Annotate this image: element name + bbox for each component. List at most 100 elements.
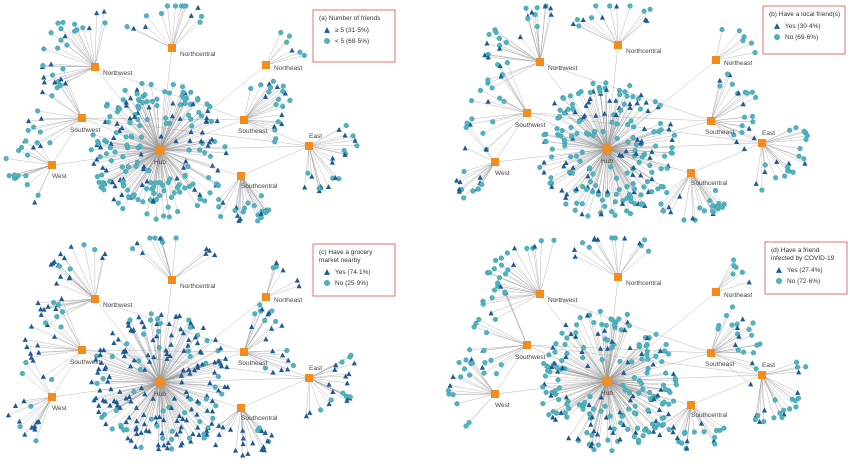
participant-node-circle xyxy=(493,257,499,263)
participant-node-circle xyxy=(112,149,118,155)
participant-node-triangle xyxy=(108,386,114,392)
edge xyxy=(240,175,244,212)
participant-node-triangle xyxy=(38,311,44,317)
participant-node-triangle xyxy=(165,440,171,446)
participant-node-circle xyxy=(625,121,631,127)
participant-node-circle xyxy=(74,27,80,33)
participant-node-triangle xyxy=(684,438,690,444)
participant-node-circle xyxy=(127,120,133,126)
participant-node-circle xyxy=(134,91,140,97)
participant-node-circle xyxy=(122,87,128,93)
participant-node-circle xyxy=(182,173,188,179)
edge xyxy=(710,120,743,126)
participant-node-circle xyxy=(136,105,142,111)
participant-node-triangle xyxy=(146,104,152,110)
edge xyxy=(534,246,541,295)
edge xyxy=(121,149,161,195)
participant-node-triangle xyxy=(555,368,561,374)
hub-label-southcentral: Southcentral xyxy=(691,180,728,187)
edge xyxy=(155,149,161,183)
participant-node-triangle xyxy=(173,313,179,319)
edge xyxy=(45,322,83,351)
participant-node-triangle xyxy=(776,267,782,273)
participant-node-circle xyxy=(115,200,121,206)
edge xyxy=(243,321,276,353)
edge xyxy=(507,252,541,295)
participant-node-triangle xyxy=(209,162,216,168)
participant-node-triangle xyxy=(186,366,192,372)
edge xyxy=(606,380,608,441)
hub-label-hub: Hub xyxy=(601,158,613,165)
edge xyxy=(308,377,347,397)
edge xyxy=(710,93,748,122)
edge xyxy=(265,32,281,66)
participant-node-circle xyxy=(189,123,195,129)
participant-node-circle xyxy=(609,345,615,351)
participant-node-circle xyxy=(561,137,567,143)
participant-node-triangle xyxy=(133,404,140,410)
edge xyxy=(117,381,161,406)
edge xyxy=(159,98,198,151)
participant-node-circle xyxy=(557,114,563,120)
participant-node-circle xyxy=(787,127,793,133)
edge xyxy=(606,380,651,400)
participant-node-triangle xyxy=(289,47,295,53)
participant-node-triangle xyxy=(265,438,271,444)
participant-node-triangle xyxy=(627,104,633,110)
participant-node-circle xyxy=(749,113,756,120)
participant-node-triangle xyxy=(32,199,38,205)
edge xyxy=(710,352,753,363)
hub-label-hub: Hub xyxy=(154,159,166,166)
legend-title: (b) Have a local friend(s) xyxy=(769,11,840,18)
participant-node-circle xyxy=(148,81,154,87)
hub-node-northcentral xyxy=(168,276,176,284)
participant-node-triangle xyxy=(158,133,164,139)
edge xyxy=(171,5,185,49)
edge xyxy=(171,15,192,49)
participant-node-circle xyxy=(638,380,645,387)
edge xyxy=(101,149,161,176)
participant-node-triangle xyxy=(607,424,613,430)
participant-node-triangle xyxy=(35,342,41,348)
edge xyxy=(308,355,352,379)
edge xyxy=(41,314,83,351)
edge xyxy=(565,356,608,382)
participant-node-circle xyxy=(262,365,268,371)
participant-node-triangle xyxy=(198,349,205,355)
participant-node-circle xyxy=(154,96,160,102)
participant-node-circle xyxy=(635,96,641,102)
participant-node-circle xyxy=(445,388,452,394)
edge xyxy=(761,142,785,177)
participant-node-circle xyxy=(163,115,169,121)
participant-node-triangle xyxy=(240,441,246,447)
participant-node-circle xyxy=(603,322,609,329)
participant-node-triangle xyxy=(179,379,185,385)
participant-node-triangle xyxy=(756,418,763,424)
edge xyxy=(690,404,725,429)
edge xyxy=(568,109,608,150)
edge xyxy=(159,381,200,422)
edge xyxy=(550,380,608,396)
participant-node-triangle xyxy=(100,164,106,170)
participant-node-circle xyxy=(188,396,194,402)
edge xyxy=(69,277,96,300)
participant-node-circle xyxy=(498,255,504,261)
participant-node-circle xyxy=(612,235,618,241)
participant-node-circle xyxy=(645,407,651,413)
participant-node-triangle xyxy=(732,342,739,348)
participant-node-triangle xyxy=(346,371,352,377)
participant-node-circle xyxy=(793,404,799,410)
edge xyxy=(61,298,83,351)
legend-item-triangle: Yes (30·4%) xyxy=(785,23,821,30)
participant-node-circle xyxy=(316,185,322,191)
edge xyxy=(156,105,161,151)
participant-node-circle xyxy=(609,317,616,323)
participant-node-circle xyxy=(113,130,119,136)
participant-node-triangle xyxy=(496,45,503,51)
edge xyxy=(308,377,310,413)
participant-node-triangle xyxy=(584,312,591,318)
participant-node-circle xyxy=(793,359,800,365)
participant-node-circle xyxy=(58,37,64,43)
participant-node-triangle xyxy=(588,443,594,449)
edge xyxy=(243,114,282,121)
